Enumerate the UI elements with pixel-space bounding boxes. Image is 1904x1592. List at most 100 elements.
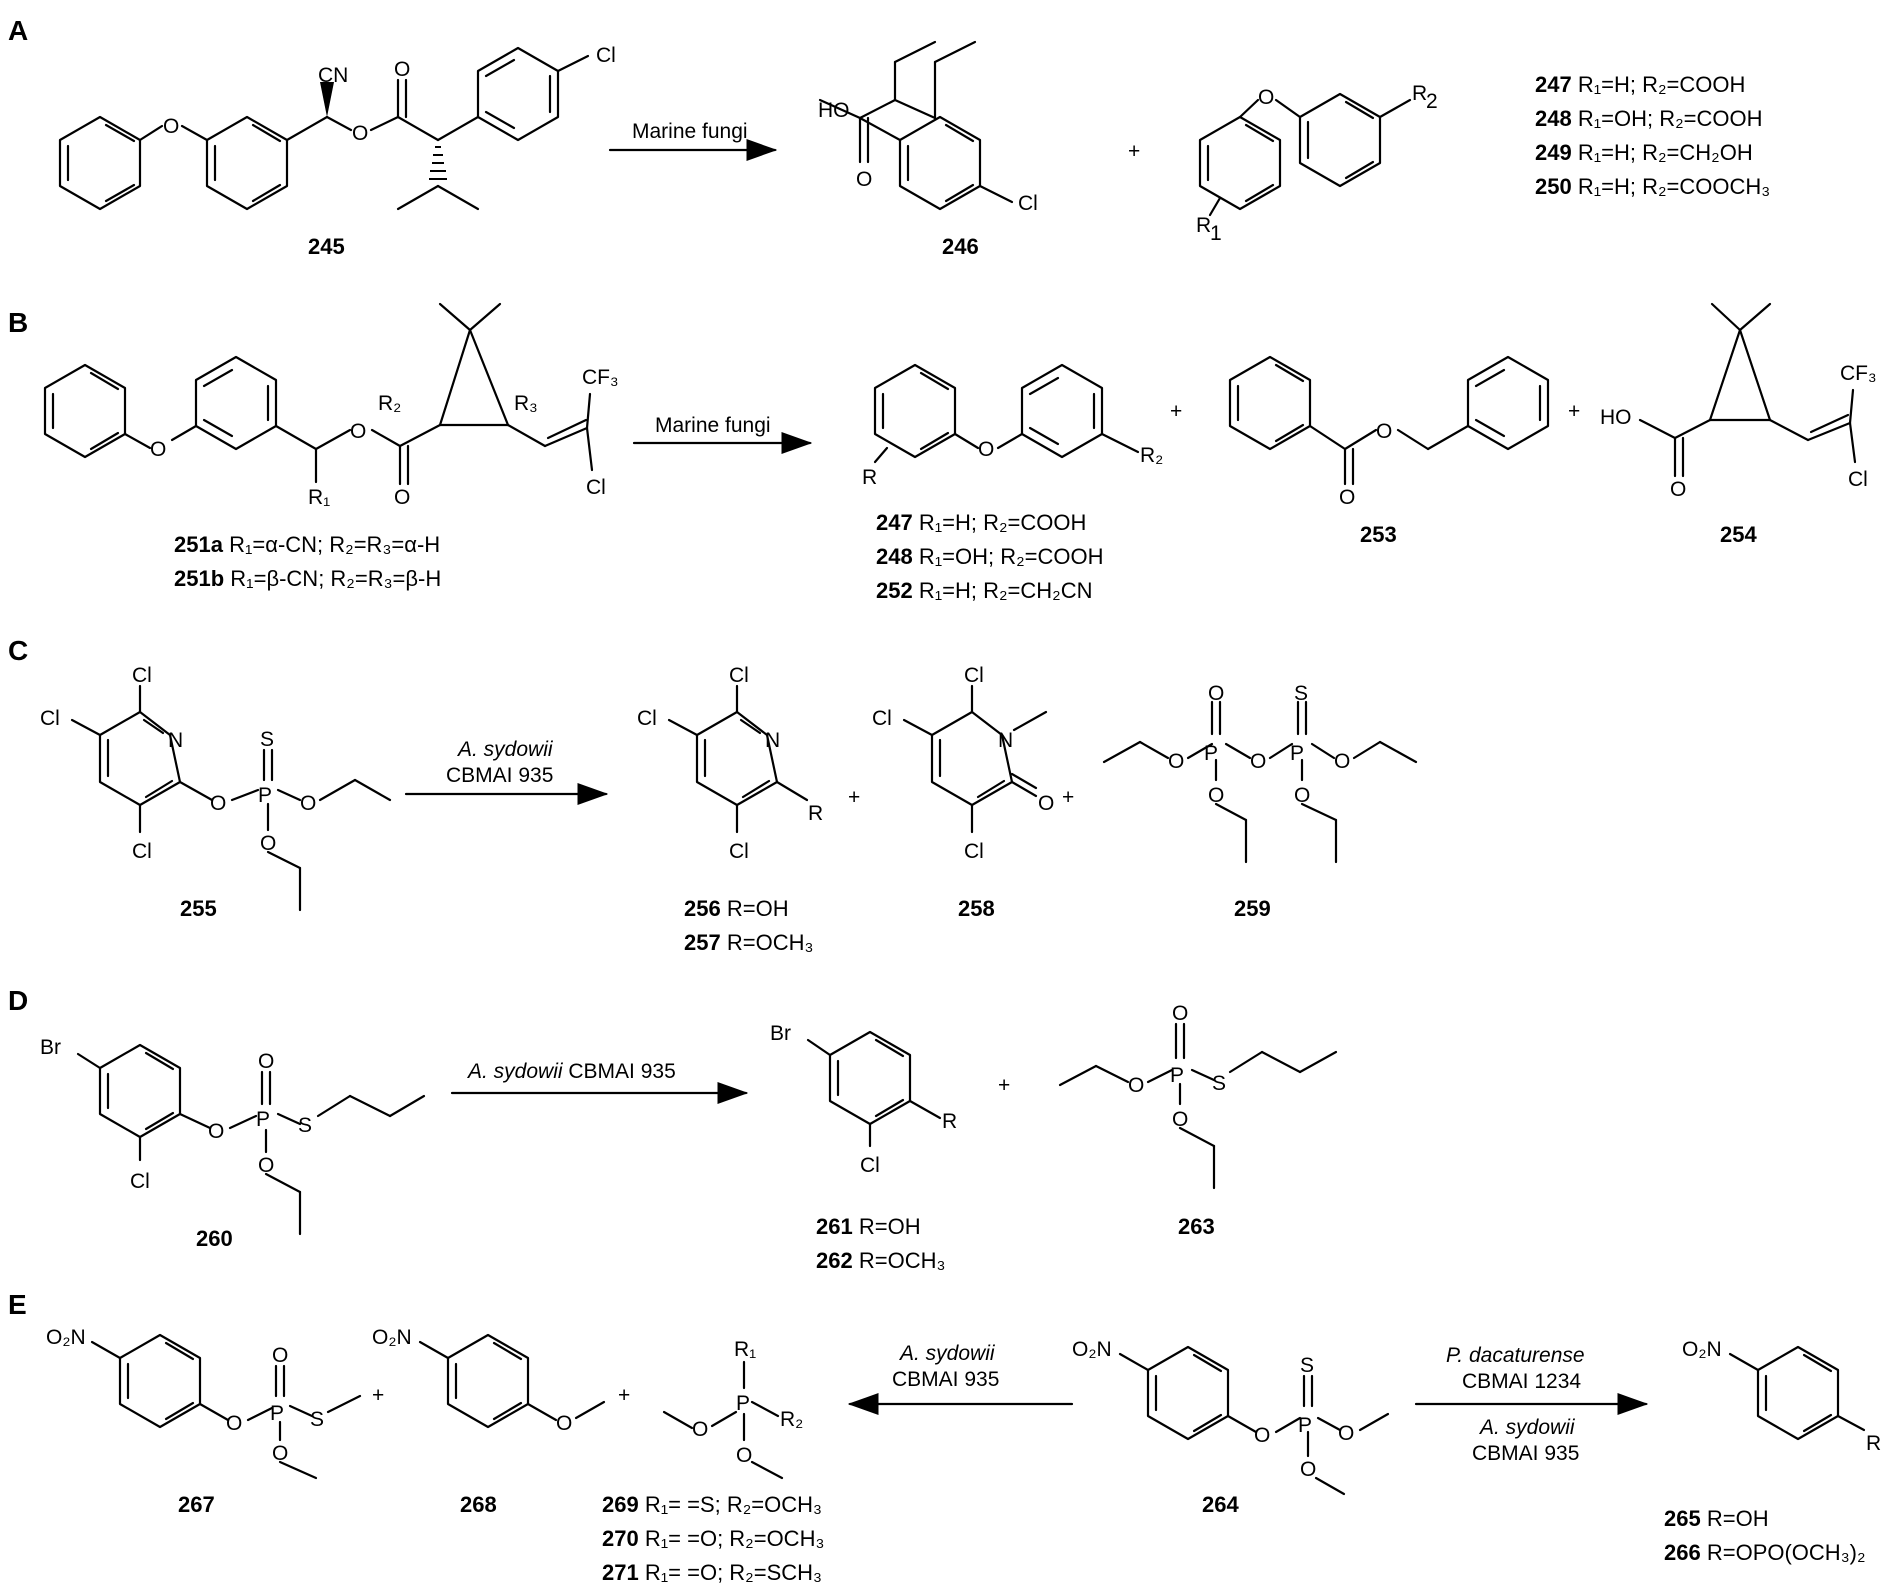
svg-text:Cl: Cl [729, 664, 749, 687]
svg-text:252 R₁=H; R₂=CH₂CN: 252 R₁=H; R₂=CH₂CN [876, 578, 1092, 603]
svg-text:256 R=OH: 256 R=OH [684, 896, 789, 921]
svg-text:O: O [272, 1442, 288, 1465]
svg-text:Cl: Cl [132, 840, 152, 863]
svg-text:Br: Br [770, 1022, 791, 1045]
svg-text:O: O [1208, 682, 1224, 705]
svg-text:R₃: R₃ [514, 392, 538, 415]
svg-text:R₁: R₁ [734, 1338, 756, 1361]
svg-text:O: O [1168, 750, 1184, 773]
svg-text:P: P [270, 1402, 284, 1425]
svg-text:O: O [1038, 792, 1054, 815]
plus-sign: + [1170, 400, 1182, 423]
svg-text:CF₃: CF₃ [582, 366, 619, 389]
svg-text:257 R=OCH₃: 257 R=OCH₃ [684, 930, 813, 955]
structure-264: O₂N O P S O O [1072, 1338, 1390, 1496]
svg-text:R₂: R₂ [378, 392, 401, 415]
svg-text:P: P [1290, 742, 1304, 765]
svg-text:248 R₁=OH; R₂=COOH: 248 R₁=OH; R₂=COOH [1535, 106, 1763, 131]
compound-246-label: 246 [942, 234, 979, 259]
svg-text:CN: CN [318, 64, 348, 87]
svg-text:271 R₁= =O; R₂=SCH₃: 271 R₁= =O; R₂=SCH₃ [602, 1560, 822, 1585]
plus-sign: + [1568, 400, 1580, 423]
svg-text:N: N [168, 729, 183, 752]
structure-263: O P O S O [1058, 1002, 1338, 1190]
svg-text:O: O [394, 486, 410, 509]
series-261-262: 261 R=OH 262 R=OCH₃ [816, 1214, 945, 1273]
structure-267: O₂N O P O S O [46, 1326, 362, 1480]
svg-text:O: O [394, 58, 410, 81]
compound-258-label: 258 [958, 896, 995, 921]
svg-text:R: R [1866, 1432, 1881, 1455]
svg-text:S: S [1294, 682, 1308, 705]
svg-text:S: S [1300, 1354, 1314, 1377]
svg-text:P: P [256, 1108, 270, 1131]
svg-text:O: O [736, 1444, 752, 1467]
svg-text:O: O [978, 438, 994, 461]
svg-text:N: N [765, 729, 780, 752]
svg-text:O: O [856, 168, 872, 191]
svg-text:O: O [258, 1050, 274, 1073]
plus-sign: + [618, 1384, 630, 1407]
svg-text:CF₃: CF₃ [1840, 362, 1877, 385]
plus-sign: + [372, 1384, 384, 1407]
panel-label-e: E [8, 1289, 27, 1320]
svg-text:R: R [942, 1110, 957, 1133]
svg-text:O: O [1254, 1424, 1270, 1447]
svg-text:Cl: Cl [40, 707, 60, 730]
reagent-a: Marine fungi [632, 120, 748, 143]
svg-text:261 R=OH: 261 R=OH [816, 1214, 921, 1239]
svg-text:O: O [208, 1120, 224, 1143]
reagent-e-right-strain-2: CBMAI 935 [1472, 1442, 1579, 1465]
series-269-271: 269 R₁= =S; R₂=OCH₃ 270 R₁= =O; R₂=OCH₃ … [602, 1492, 824, 1585]
svg-text:Cl: Cl [729, 840, 749, 863]
plus-sign: + [1128, 140, 1140, 163]
reagent-d: A. sydowii CBMAI 935 [466, 1060, 676, 1083]
structure-245: CN Cl O O O [58, 44, 616, 211]
svg-text:O: O [258, 1154, 274, 1177]
svg-text:O: O [1334, 750, 1350, 773]
series-247-250: 247 R₁=H; R₂=COOH 248 R₁=OH; R₂=COOH 249… [1535, 72, 1770, 199]
svg-text:O: O [1208, 784, 1224, 807]
svg-text:R: R [1412, 82, 1427, 105]
svg-text:O: O [352, 122, 368, 145]
panel-label-b: B [8, 307, 28, 338]
svg-text:O: O [1338, 1422, 1354, 1445]
svg-text:Cl: Cl [1848, 468, 1868, 491]
svg-text:O: O [1670, 478, 1686, 501]
svg-text:Cl: Cl [637, 707, 657, 730]
structure-diaryl-ether-b: O R R₂ [862, 363, 1163, 489]
svg-text:O: O [556, 1412, 572, 1435]
reagent-e-left-strain: CBMAI 935 [892, 1368, 999, 1391]
svg-text:Cl: Cl [964, 840, 984, 863]
svg-text:O₂N: O₂N [1072, 1338, 1112, 1361]
svg-text:O: O [1376, 420, 1392, 443]
reagent-b: Marine fungi [655, 414, 771, 437]
svg-text:HO: HO [818, 99, 850, 122]
svg-text:Cl: Cl [860, 1154, 880, 1177]
svg-text:O: O [300, 792, 316, 815]
svg-text:1: 1 [1210, 222, 1222, 245]
svg-text:269 R₁= =S; R₂=OCH₃: 269 R₁= =S; R₂=OCH₃ [602, 1492, 822, 1517]
compound-260-label: 260 [196, 1226, 233, 1251]
svg-text:249 R₁=H; R₂=CH₂OH: 249 R₁=H; R₂=CH₂OH [1535, 140, 1753, 165]
svg-text:O: O [1250, 750, 1266, 773]
svg-text:2: 2 [1426, 90, 1438, 113]
structure-251: O R₁ O O R₂ R₃ CF₃ Cl [43, 302, 619, 509]
svg-text:R: R [808, 802, 823, 825]
svg-text:Cl: Cl [596, 44, 616, 67]
svg-text:R: R [1196, 214, 1211, 237]
svg-text:P: P [1298, 1414, 1312, 1437]
compound-259-label: 259 [1234, 896, 1271, 921]
svg-text:247 R₁=H; R₂=COOH: 247 R₁=H; R₂=COOH [1535, 72, 1745, 97]
compound-245-label: 245 [308, 234, 345, 259]
panel-label-c: C [8, 635, 28, 666]
svg-text:Cl: Cl [872, 707, 892, 730]
svg-text:O: O [210, 792, 226, 815]
svg-text:270 R₁= =O; R₂=OCH₃: 270 R₁= =O; R₂=OCH₃ [602, 1526, 824, 1551]
svg-text:O: O [163, 115, 179, 138]
compound-267-label: 267 [178, 1492, 215, 1517]
plus-sign: + [1062, 786, 1074, 809]
svg-text:262 R=OCH₃: 262 R=OCH₃ [816, 1248, 945, 1273]
plus-sign: + [848, 786, 860, 809]
compound-268-label: 268 [460, 1492, 497, 1517]
